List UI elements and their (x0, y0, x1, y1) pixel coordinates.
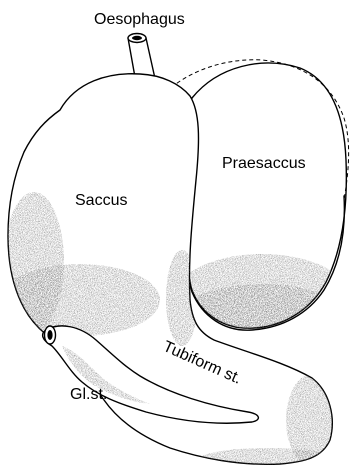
label-praesaccus: Praesaccus (222, 155, 306, 172)
label-saccus: Saccus (75, 192, 127, 209)
label-glst: Gl.st. (70, 386, 107, 403)
label-oesophagus: Oesophagus (94, 11, 185, 28)
